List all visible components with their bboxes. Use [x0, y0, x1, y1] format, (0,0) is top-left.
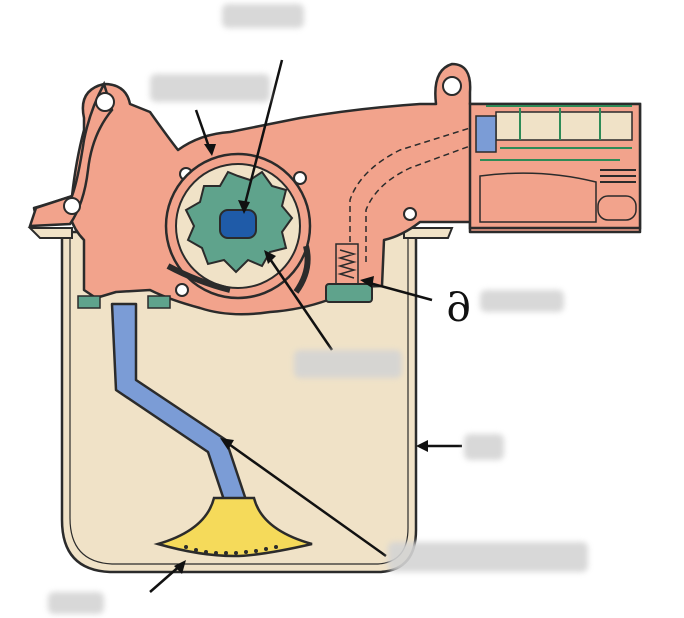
filter-cap [479, 172, 597, 223]
leader-arrows [149, 59, 462, 593]
oil-strainer [153, 496, 313, 558]
bracket-bolt-hole-top [95, 92, 115, 112]
relief-arc-left [166, 263, 231, 293]
relief-arc-right [293, 245, 311, 294]
label-blur-pickup [388, 542, 588, 572]
housing-bolt-hole-center [293, 171, 307, 185]
drain-plug [325, 283, 373, 303]
drive-shaft [219, 209, 257, 239]
label-blur-rotor [294, 350, 402, 378]
arrow-rotor [266, 255, 334, 351]
filter-spring [600, 169, 636, 183]
filter-element [495, 111, 633, 141]
arrow-housing [194, 109, 212, 151]
label-blur-strainer [48, 592, 104, 614]
pickup-bolt-left [77, 295, 101, 309]
arrow-strainer [149, 563, 183, 593]
relief-valve-spring [337, 249, 357, 279]
housing-bolt-hole-right [403, 207, 417, 221]
mounting-bracket [28, 80, 114, 228]
housing-bolt-hole-bottom-left [175, 283, 189, 297]
filter-seal [475, 115, 497, 153]
oil-passage-dashed [349, 127, 471, 262]
arrow-pickup-tube [225, 440, 387, 558]
label-blur-relief-valve [480, 290, 564, 312]
label-number: 6 [446, 285, 472, 331]
bracket-bolt-hole-bottom [63, 197, 81, 215]
pickup-bolt-right [147, 295, 171, 309]
housing-bolt-hole-top-right [442, 76, 462, 96]
label-blur-housing [150, 74, 270, 102]
filter-flow-arrows [480, 105, 632, 161]
strainer-mesh [184, 545, 278, 555]
sump-flange-right [403, 227, 454, 239]
label-blur-sump [464, 434, 504, 460]
label-blur-top [222, 4, 304, 28]
oil-passage-dashed-2 [365, 145, 471, 262]
arrow-relief-valve [365, 280, 433, 302]
arrow-top-shaft [242, 59, 284, 209]
filter-end-plate [597, 195, 637, 221]
sump-flange-left [27, 227, 73, 239]
